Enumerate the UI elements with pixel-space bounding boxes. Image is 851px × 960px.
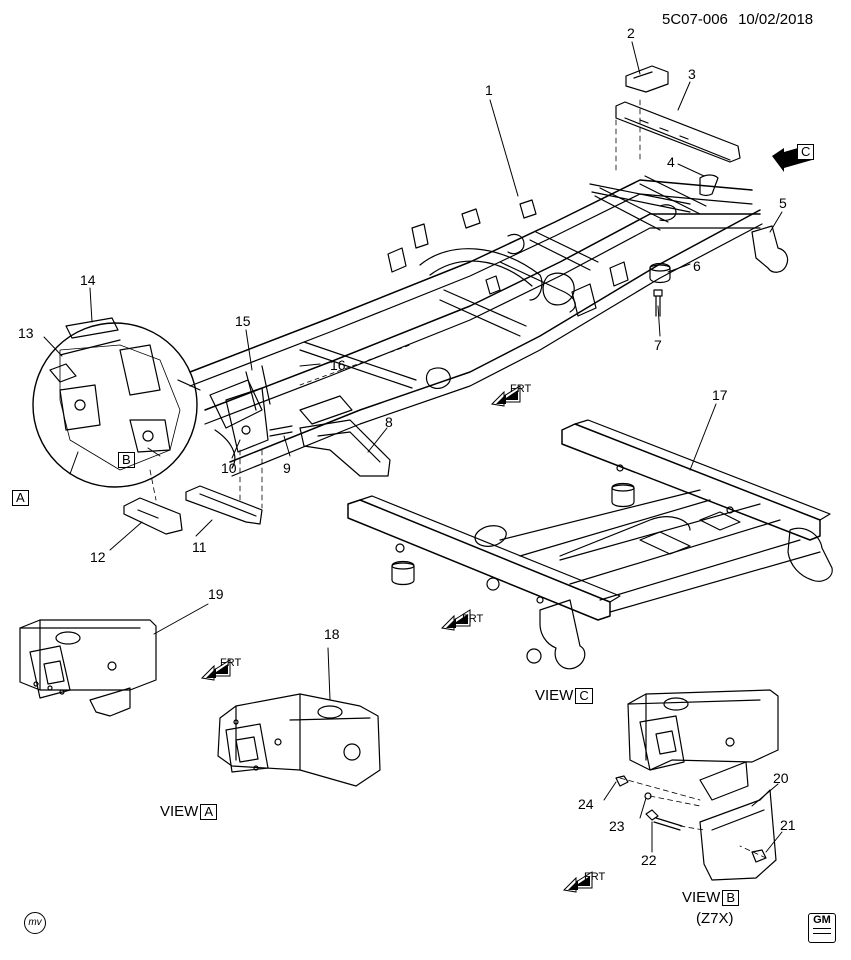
frt-arrow-4: FRT — [562, 866, 610, 896]
callout-7: 7 — [654, 337, 662, 353]
frt-arrow-icon — [562, 871, 593, 893]
frt-label-2: FRT — [462, 613, 484, 625]
frt-arrow-icon — [440, 609, 471, 631]
callout-19: 19 — [208, 586, 224, 602]
view-c-text: VIEW — [535, 687, 574, 704]
part-20-shield — [699, 789, 777, 881]
section-marker-a: A — [12, 490, 29, 506]
part-19-bracket — [19, 619, 157, 717]
part-11-reinforcement — [185, 485, 263, 525]
callout-13: 13 — [18, 325, 34, 341]
part-21-nut — [751, 849, 767, 863]
view-a-box: A — [200, 804, 218, 820]
frt-arrow-2: FRT — [440, 604, 488, 634]
callout-18: 18 — [324, 626, 340, 642]
frt-label-3: FRT — [220, 657, 242, 669]
marker-b-box: B — [118, 452, 135, 468]
section-marker-b: B — [118, 452, 135, 468]
part-6-insulator — [649, 262, 671, 284]
callout-8: 8 — [385, 414, 393, 430]
view-c-box: C — [575, 688, 593, 704]
view-b-box: B — [722, 890, 740, 906]
frt-arrow-icon — [490, 385, 521, 407]
callout-9: 9 — [283, 460, 291, 476]
part-5-hanger — [751, 225, 789, 273]
callout-3: 3 — [688, 66, 696, 82]
view-b-text: VIEW — [682, 889, 721, 906]
leader-lines — [43, 41, 783, 853]
frt-arrow-1: FRT — [490, 380, 538, 410]
part-14-pad — [65, 317, 119, 339]
frt-label-1: FRT — [510, 383, 532, 395]
part-12-plate — [123, 497, 183, 535]
doc-date: 10/02/2018 — [738, 11, 814, 28]
main-frame-assembly — [189, 175, 763, 477]
callout-5: 5 — [779, 195, 787, 211]
part-22-bolt — [645, 809, 683, 831]
gm-logo: GM — [808, 913, 836, 943]
marker-a-box: A — [12, 490, 29, 506]
callout-2: 2 — [627, 25, 635, 41]
gm-logo-bar — [813, 928, 831, 934]
callout-4: 4 — [667, 154, 675, 170]
callout-20: 20 — [773, 770, 789, 786]
mv-mark: mv — [24, 912, 46, 934]
part-3-crossmember — [615, 101, 741, 163]
callout-21: 21 — [780, 817, 796, 833]
frt-arrow-3: FRT — [200, 654, 248, 684]
callout-14: 14 — [80, 272, 96, 288]
callout-22: 22 — [641, 852, 657, 868]
frt-arrow-icon — [200, 659, 231, 681]
callout-11: 11 — [192, 539, 207, 555]
callout-1: 1 — [485, 82, 493, 98]
part-18-bracket — [217, 693, 381, 787]
view-a-text: VIEW — [160, 803, 199, 820]
callout-12: 12 — [90, 549, 106, 565]
section-marker-c: C — [797, 144, 815, 160]
callout-6: 6 — [693, 258, 701, 274]
view-b-option-code: (Z7X) — [696, 910, 734, 927]
callout-24: 24 — [578, 796, 594, 812]
part-7-bolt — [653, 289, 663, 317]
view-c-rear-frame — [347, 419, 833, 670]
part-4-bracket — [699, 174, 719, 197]
header-doc-id: 5C07-006 10/02/2018 — [662, 11, 814, 28]
part-8-bracket — [299, 419, 391, 477]
callout-10: 10 — [221, 460, 237, 476]
gm-logo-text: GM — [813, 914, 831, 926]
part-9-pin — [269, 425, 293, 437]
frt-label-4: FRT — [584, 871, 606, 883]
marker-c-box: C — [797, 144, 815, 160]
part-24-nut — [615, 775, 629, 787]
callout-17: 17 — [712, 387, 728, 403]
doc-id: 5C07-006 — [662, 11, 728, 28]
callout-23: 23 — [609, 818, 625, 834]
callout-15: 15 — [235, 313, 251, 329]
part-10-bracket — [225, 387, 269, 453]
part-2-cap — [625, 65, 669, 93]
callout-16: 16 — [330, 357, 346, 373]
